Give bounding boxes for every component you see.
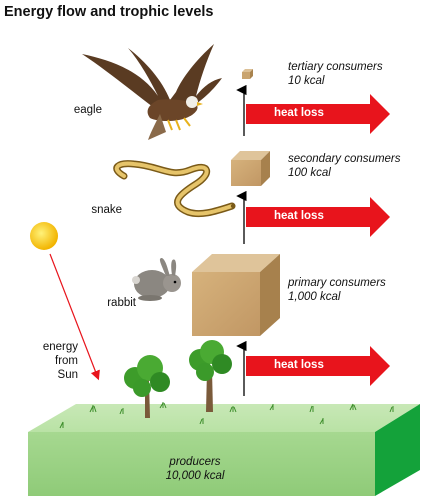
sun-icon xyxy=(30,222,58,250)
eagle-icon xyxy=(82,44,222,140)
secondary-level-energy: 100 kcal xyxy=(288,167,331,179)
secondary-energy-cube xyxy=(231,151,270,186)
tree-icon xyxy=(189,340,232,412)
primary-level-name: primary consumers xyxy=(288,277,386,289)
tertiary-level-name: tertiary consumers xyxy=(288,61,383,73)
tertiary-energy-cube xyxy=(242,69,253,79)
producers-label: producers 10,000 kcal xyxy=(135,455,255,483)
tertiary-level-label: tertiary consumers 10 kcal xyxy=(288,60,383,88)
producers-energy: 10,000 kcal xyxy=(165,470,225,482)
producers-name: producers xyxy=(169,456,221,468)
heat-loss-label: heat loss xyxy=(274,107,324,119)
page-title: Energy flow and trophic levels xyxy=(4,4,214,20)
rabbit-label: rabbit xyxy=(107,297,136,309)
sun-energy-label: energy from Sun xyxy=(42,341,78,381)
heat-loss-label: heat loss xyxy=(274,359,324,371)
heat-loss-arrow xyxy=(246,346,390,386)
heat-loss-arrow xyxy=(246,197,390,237)
eagle-label: eagle xyxy=(73,104,102,116)
rabbit-icon xyxy=(132,258,181,301)
secondary-level-name: secondary consumers xyxy=(288,153,401,165)
primary-level-label: primary consumers 1,000 kcal xyxy=(288,276,386,304)
heat-loss-label: heat loss xyxy=(274,210,324,222)
snake-icon xyxy=(113,160,236,218)
secondary-level-label: secondary consumers 100 kcal xyxy=(288,152,401,180)
heat-loss-arrow xyxy=(246,94,390,134)
primary-energy-cube xyxy=(192,254,280,336)
producers-ground-block xyxy=(28,404,420,496)
tertiary-level-energy: 10 kcal xyxy=(288,75,325,87)
sun-energy-arrow xyxy=(49,253,100,381)
snake-label: snake xyxy=(91,204,122,216)
grass-icon xyxy=(59,402,394,429)
tree-icon xyxy=(124,355,170,418)
primary-level-energy: 1,000 kcal xyxy=(288,291,341,303)
